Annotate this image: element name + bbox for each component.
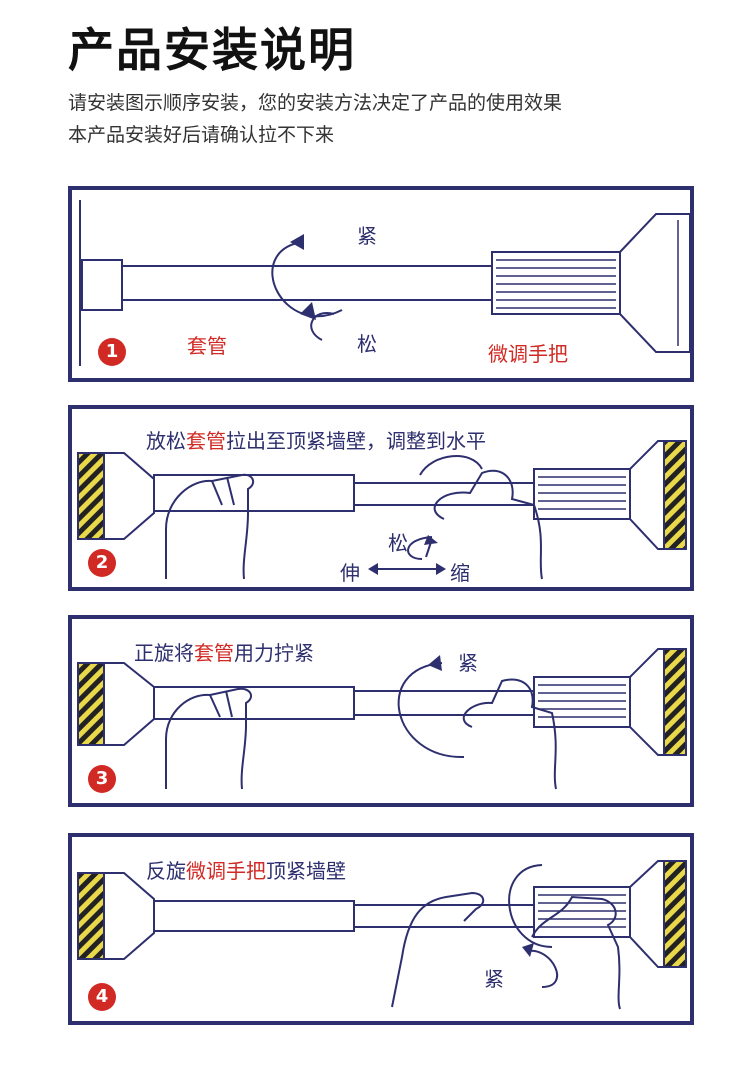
- step-3-tighten-label: 紧: [458, 647, 478, 676]
- step-4-caption: 反旋微调手把顶紧墙壁: [146, 855, 346, 884]
- page-title: 产品安装说明: [68, 14, 356, 80]
- step-4-caption-pre: 反旋: [146, 859, 186, 883]
- step-4-caption-post: 顶紧墙壁: [266, 859, 346, 883]
- step-2-panel: 放松套管拉出至顶紧墙壁，调整到水平 松 伸 缩 2: [68, 405, 694, 591]
- step-1-illustration: [72, 190, 690, 378]
- step-1-loosen-label: 松: [357, 328, 377, 357]
- step-3-caption-pre: 正旋将: [134, 641, 194, 665]
- step-4-panel: 反旋微调手把顶紧墙壁 紧 4: [68, 833, 694, 1025]
- step-3-panel: 正旋将套管用力拧紧 紧 3: [68, 615, 694, 807]
- step-3-number-badge: 3: [88, 765, 116, 793]
- step-2-number-badge: 2: [88, 549, 116, 577]
- step-2-caption: 放松套管拉出至顶紧墙壁，调整到水平: [146, 425, 486, 454]
- step-1-tighten-label: 紧: [357, 220, 377, 249]
- step-3-caption-highlight: 套管: [194, 641, 234, 665]
- step-3-caption: 正旋将套管用力拧紧: [134, 637, 314, 666]
- step-2-loosen-label: 松: [388, 527, 408, 556]
- step-1-handle-label: 微调手把: [488, 338, 568, 367]
- step-2-shrink-label: 缩: [450, 557, 470, 586]
- step-1-panel: 紧 松 套管 微调手把 1: [68, 186, 694, 382]
- step-2-caption-pre: 放松: [146, 429, 186, 453]
- step-1-sleeve-label: 套管: [187, 330, 227, 359]
- intro-line-1: 请安装图示顺序安装，您的安装方法决定了产品的使用效果: [68, 88, 562, 115]
- step-1-number-badge: 1: [98, 338, 126, 366]
- step-4-tighten-label: 紧: [484, 963, 504, 992]
- step-4-number-badge: 4: [88, 983, 116, 1011]
- step-2-extend-label: 伸: [340, 557, 360, 586]
- intro-line-2: 本产品安装好后请确认拉不下来: [68, 120, 334, 147]
- step-2-caption-highlight: 套管: [186, 429, 226, 453]
- step-2-caption-post: 拉出至顶紧墙壁，调整到水平: [226, 429, 486, 453]
- step-3-caption-post: 用力拧紧: [234, 641, 314, 665]
- step-4-caption-highlight: 微调手把: [186, 859, 266, 883]
